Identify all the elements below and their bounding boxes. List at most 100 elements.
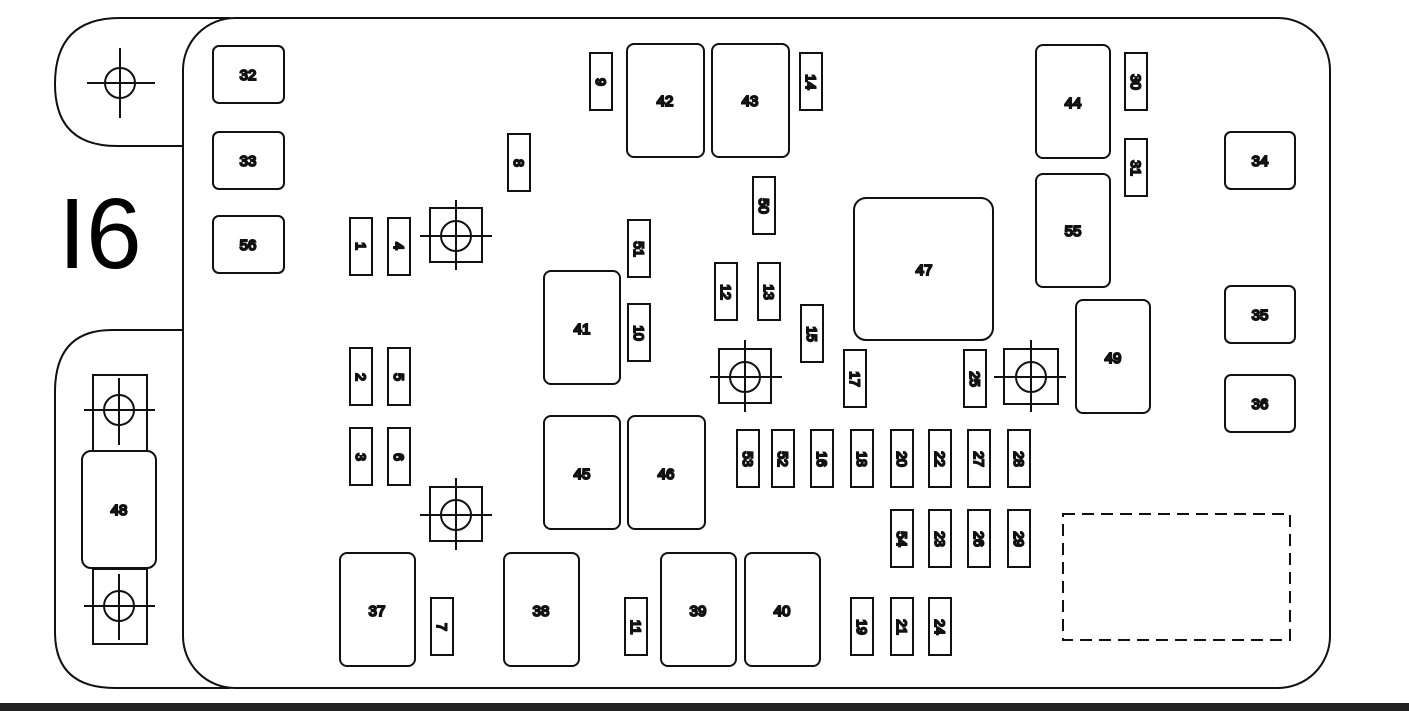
fuse-15[interactable]: 15 [800, 304, 824, 363]
component-35[interactable]: 35 [1224, 285, 1296, 344]
fuse-11[interactable]: 11 [624, 597, 648, 656]
svg-text:54: 54 [894, 531, 910, 547]
fuse-50[interactable]: 50 [752, 176, 776, 235]
fuse-2[interactable]: 2 [349, 347, 373, 406]
svg-text:2: 2 [353, 373, 369, 381]
svg-text:32: 32 [240, 67, 257, 84]
svg-text:3: 3 [353, 453, 369, 461]
svg-text:12: 12 [718, 284, 734, 300]
fuse-52[interactable]: 52 [771, 429, 795, 488]
fuse-18[interactable]: 18 [850, 429, 874, 488]
component-42[interactable]: 42 [626, 43, 705, 158]
svg-text:20: 20 [894, 451, 910, 467]
fuse-26[interactable]: 26 [967, 509, 991, 568]
component-45[interactable]: 45 [543, 415, 621, 530]
component-44[interactable]: 44 [1035, 44, 1111, 159]
component-37[interactable]: 37 [339, 552, 416, 667]
svg-text:1: 1 [353, 242, 369, 250]
fuse-28[interactable]: 28 [1007, 429, 1031, 488]
svg-text:19: 19 [854, 619, 870, 635]
fuse-3[interactable]: 3 [349, 427, 373, 486]
fuse-22[interactable]: 22 [928, 429, 952, 488]
svg-text:52: 52 [775, 451, 791, 467]
svg-text:7: 7 [434, 623, 450, 631]
component-36[interactable]: 36 [1224, 374, 1296, 433]
svg-text:17: 17 [847, 371, 863, 387]
svg-text:44: 44 [1065, 95, 1082, 112]
fuse-24[interactable]: 24 [928, 597, 952, 656]
fuse-23[interactable]: 23 [928, 509, 952, 568]
svg-text:50: 50 [756, 198, 772, 214]
svg-text:36: 36 [1252, 396, 1269, 413]
fuse-31[interactable]: 31 [1124, 138, 1148, 197]
fuse-4[interactable]: 4 [387, 217, 411, 276]
component-38[interactable]: 38 [503, 552, 580, 667]
bolt-4-icon [994, 340, 1066, 412]
fuse-8[interactable]: 8 [507, 133, 531, 192]
bottom-bar [0, 703, 1409, 711]
fuse-27[interactable]: 27 [967, 429, 991, 488]
svg-text:23: 23 [932, 531, 948, 547]
panel-label: I6 [58, 178, 141, 290]
fuse-1[interactable]: 1 [349, 217, 373, 276]
svg-text:16: 16 [814, 451, 830, 467]
svg-text:49: 49 [1105, 350, 1122, 367]
component-33[interactable]: 33 [212, 131, 285, 190]
component-49[interactable]: 49 [1075, 299, 1151, 414]
svg-text:39: 39 [690, 603, 707, 620]
fuse-7[interactable]: 7 [430, 597, 454, 656]
fuse-14[interactable]: 14 [799, 52, 823, 111]
svg-text:46: 46 [658, 466, 675, 483]
svg-text:43: 43 [742, 93, 759, 110]
fuse-53[interactable]: 53 [736, 429, 760, 488]
svg-text:33: 33 [240, 153, 257, 170]
svg-text:8: 8 [511, 159, 527, 167]
fuse-block-outline [182, 17, 1331, 689]
fuse-17[interactable]: 17 [843, 349, 867, 408]
component-34[interactable]: 34 [1224, 131, 1296, 190]
component-56[interactable]: 56 [212, 215, 285, 274]
fuse-10[interactable]: 10 [627, 303, 651, 362]
svg-text:26: 26 [971, 531, 987, 547]
svg-text:9: 9 [593, 78, 609, 86]
component-55[interactable]: 55 [1035, 173, 1111, 288]
fuse-30[interactable]: 30 [1124, 52, 1148, 111]
fuse-54[interactable]: 54 [890, 509, 914, 568]
bolt-top-left-icon [87, 48, 155, 118]
component-46[interactable]: 46 [627, 415, 706, 530]
svg-text:35: 35 [1252, 307, 1269, 324]
fuse-16[interactable]: 16 [810, 429, 834, 488]
svg-text:55: 55 [1065, 223, 1082, 240]
fuse-20[interactable]: 20 [890, 429, 914, 488]
component-32[interactable]: 32 [212, 45, 285, 104]
svg-text:30: 30 [1128, 74, 1144, 90]
fuse-25[interactable]: 25 [963, 349, 987, 408]
fuse-6[interactable]: 6 [387, 427, 411, 486]
fuse-12[interactable]: 12 [714, 262, 738, 321]
svg-text:15: 15 [804, 326, 820, 342]
component-40[interactable]: 40 [744, 552, 821, 667]
component-41[interactable]: 41 [543, 270, 621, 385]
fuse-29[interactable]: 29 [1007, 509, 1031, 568]
fuse-48-terminal-bottom-icon [84, 568, 155, 645]
svg-text:41: 41 [574, 321, 591, 338]
svg-text:11: 11 [628, 620, 644, 635]
svg-text:42: 42 [657, 93, 674, 110]
fuse-21[interactable]: 21 [890, 597, 914, 656]
svg-text:38: 38 [533, 603, 550, 620]
fuse-51[interactable]: 51 [627, 219, 651, 278]
bolt-2-icon [420, 478, 492, 550]
fuse-9[interactable]: 9 [589, 52, 613, 111]
component-48[interactable]: 48 [81, 450, 157, 569]
bottom-mount-tab [54, 329, 230, 689]
fuse-13[interactable]: 13 [757, 262, 781, 321]
svg-text:21: 21 [894, 619, 910, 635]
component-39[interactable]: 39 [660, 552, 737, 667]
fuse-5[interactable]: 5 [387, 347, 411, 406]
component-43[interactable]: 43 [711, 43, 790, 158]
top-mount-tab [53, 17, 230, 147]
component-47[interactable]: 47 [853, 197, 994, 341]
fuse-19[interactable]: 19 [850, 597, 874, 656]
svg-text:28: 28 [1011, 451, 1027, 467]
svg-text:31: 31 [1128, 160, 1144, 176]
